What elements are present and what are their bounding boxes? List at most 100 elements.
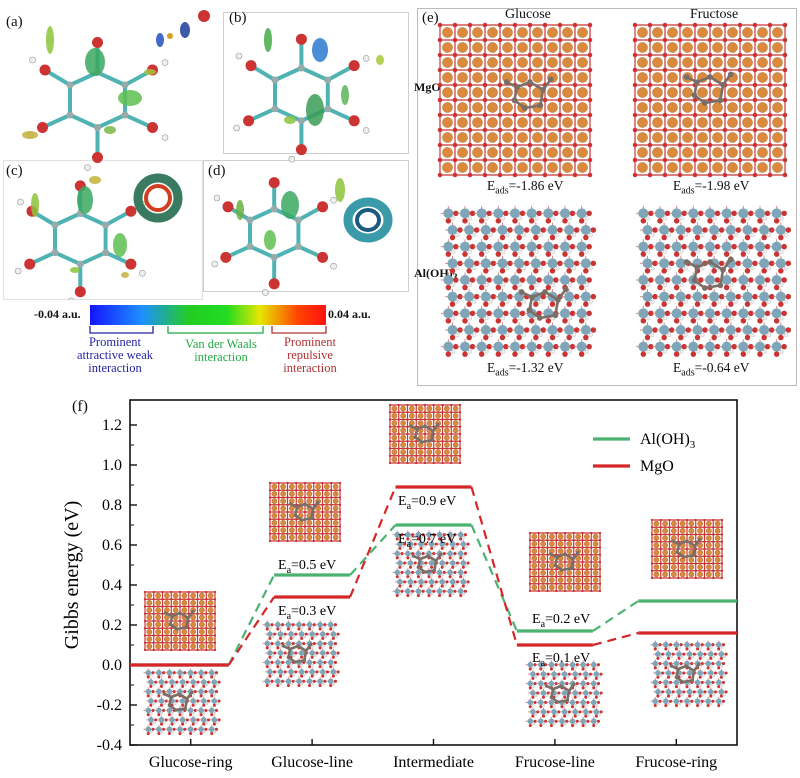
o-atom — [555, 568, 558, 571]
al-atom — [697, 689, 704, 695]
adsorbate-atom — [691, 553, 696, 558]
o-atom — [653, 647, 657, 651]
o-atom — [312, 679, 316, 683]
al-atom — [211, 717, 218, 723]
o-atom — [483, 301, 489, 307]
h-atom — [152, 702, 156, 706]
mg-atom — [435, 413, 441, 419]
mg-atom — [289, 527, 295, 533]
o-atom — [650, 518, 654, 522]
al-atom — [692, 291, 703, 302]
h-atom — [568, 249, 572, 254]
o-atom — [748, 210, 754, 217]
eads-mgo-glucose: Eads=-1.86 eV — [487, 178, 564, 197]
adsorbate-atom — [503, 79, 510, 85]
al-atom — [721, 241, 732, 252]
o-atom — [545, 318, 552, 324]
nci-isosurface — [156, 33, 164, 47]
o-atom — [187, 641, 190, 644]
o-atom — [583, 234, 589, 241]
transition-connector — [227, 596, 276, 666]
h-atom — [399, 592, 402, 596]
adsorbate-atom — [288, 647, 292, 651]
o-atom — [720, 547, 724, 551]
mg-atom — [487, 162, 498, 173]
o-atom — [703, 555, 706, 558]
o-atom — [563, 531, 567, 535]
o-atom — [719, 694, 723, 698]
mg-atom — [706, 520, 712, 527]
o-atom — [557, 260, 563, 267]
al-atom — [145, 726, 152, 733]
o-atom — [149, 703, 153, 707]
mg-atom — [662, 549, 668, 556]
mg-atom — [280, 498, 286, 504]
o-atom — [712, 518, 715, 522]
mg-atom — [637, 87, 648, 98]
mg-atom — [426, 420, 433, 426]
h-atom — [441, 592, 444, 596]
mg-atom — [688, 520, 695, 527]
mg-atom — [181, 643, 188, 650]
o-atom — [286, 665, 290, 669]
o-atom — [388, 432, 392, 436]
h-atom — [205, 702, 209, 706]
o-atom — [329, 627, 333, 631]
o-atom — [289, 636, 293, 640]
al-atom — [264, 621, 271, 628]
o-atom — [507, 327, 513, 333]
h-atom — [279, 626, 283, 629]
o-atom — [338, 518, 342, 521]
o-atom — [737, 157, 743, 163]
h-atom — [572, 233, 577, 237]
colorbar-brackets — [89, 326, 327, 334]
al-atom — [547, 225, 558, 235]
mg-atom — [584, 570, 590, 576]
o-atom — [459, 593, 463, 598]
o-atom — [690, 662, 694, 666]
o-atom — [449, 334, 456, 341]
o-atom — [315, 651, 319, 655]
h-atom — [538, 266, 543, 271]
o-atom — [546, 672, 550, 676]
o-atom — [542, 112, 548, 118]
h-atom — [659, 674, 663, 678]
mg-atom — [181, 607, 188, 613]
o-atom — [690, 699, 694, 703]
o-atom — [528, 582, 532, 585]
al-atom — [725, 225, 736, 235]
h-atom — [441, 536, 444, 539]
o-atom — [442, 533, 446, 537]
o-atom — [748, 277, 754, 283]
o-atom — [213, 641, 217, 644]
h-atom — [678, 646, 681, 649]
o-atom — [421, 552, 425, 556]
al-atom — [457, 569, 464, 576]
o-atom — [312, 539, 315, 543]
y-axis-label: Gibbs energy (eV) — [61, 501, 83, 649]
o-atom — [495, 284, 502, 291]
h-atom — [556, 713, 559, 716]
mg-atom — [400, 405, 406, 412]
nci-isosurface — [118, 90, 142, 106]
mg-atom — [562, 87, 573, 98]
o-atom — [213, 627, 217, 630]
h-atom — [488, 266, 493, 271]
o-atom — [586, 719, 590, 723]
o-atom — [583, 334, 589, 341]
o-atom — [528, 723, 532, 728]
o-atom — [685, 569, 689, 572]
o-atom — [406, 440, 409, 443]
al-atom — [447, 225, 458, 235]
o-atom — [423, 432, 427, 436]
o-atom — [338, 539, 342, 543]
o-atom — [528, 284, 535, 291]
o-atom — [490, 227, 497, 233]
al-atom — [309, 650, 316, 656]
mg-atom — [682, 162, 693, 173]
al-atom — [642, 291, 653, 302]
mg-atom — [688, 564, 695, 570]
o-atom — [441, 440, 444, 443]
al-atom — [775, 225, 786, 235]
mg-atom — [315, 520, 321, 526]
